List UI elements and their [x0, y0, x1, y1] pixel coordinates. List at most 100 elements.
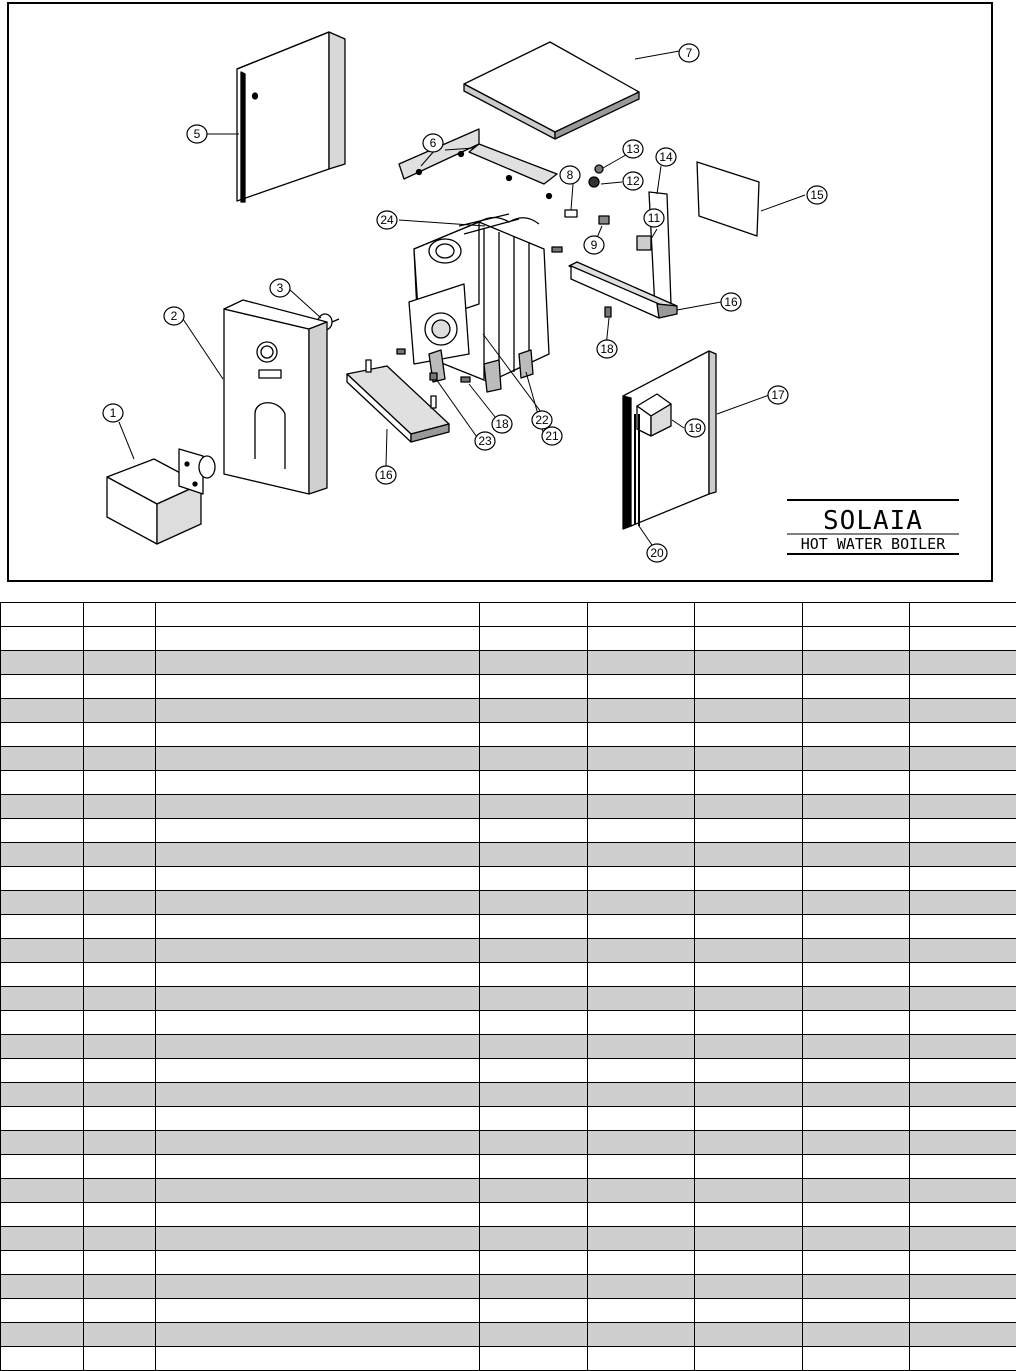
table-cell — [479, 1010, 588, 1035]
table-cell — [0, 866, 84, 891]
table-cell — [909, 1082, 1016, 1107]
table-cell — [155, 1106, 480, 1131]
table-cell — [0, 674, 84, 699]
table-cell — [83, 1154, 156, 1179]
table-cell — [802, 1250, 910, 1275]
table-cell — [83, 722, 156, 747]
table-cell — [694, 1058, 803, 1083]
table-cell — [155, 626, 480, 651]
table-cell — [155, 1346, 480, 1371]
table-cell — [587, 1226, 695, 1251]
table-cell — [587, 1154, 695, 1179]
table-cell — [694, 986, 803, 1011]
table-row — [0, 1322, 1016, 1347]
table-cell — [802, 938, 910, 963]
table-cell — [802, 1202, 910, 1227]
table-cell — [694, 890, 803, 915]
callout-16-right: 16 — [724, 295, 738, 309]
table-cell — [909, 770, 1016, 795]
table-cell — [479, 794, 588, 819]
table-cell — [479, 1250, 588, 1275]
table-cell — [694, 818, 803, 843]
table-cell — [587, 1298, 695, 1323]
title-block: SOLAIA HOT WATER BOILER — [787, 499, 959, 555]
table-cell — [155, 1154, 480, 1179]
table-cell — [155, 650, 480, 675]
title-name: SOLAIA — [823, 506, 923, 536]
table-cell — [155, 674, 480, 699]
table-cell — [909, 842, 1016, 867]
table-cell — [83, 842, 156, 867]
table-cell — [0, 842, 84, 867]
table-cell — [802, 986, 910, 1011]
table-cell — [479, 1226, 588, 1251]
table-cell — [83, 1322, 156, 1347]
callout-circles — [102, 43, 828, 563]
table-cell — [155, 1034, 480, 1059]
table-cell — [479, 650, 588, 675]
burner-part — [106, 448, 216, 545]
table-cell — [587, 890, 695, 915]
table-cell — [587, 674, 695, 699]
table-cell — [0, 962, 84, 987]
table-cell — [0, 1250, 84, 1275]
table-cell — [802, 842, 910, 867]
table-cell — [83, 1130, 156, 1155]
table-row — [0, 1226, 1016, 1251]
table-cell — [802, 1346, 910, 1371]
table-cell — [155, 938, 480, 963]
table-cell — [479, 602, 588, 627]
table-cell — [802, 602, 910, 627]
table-cell — [694, 746, 803, 771]
leader-lines — [118, 49, 806, 552]
table-cell — [802, 914, 910, 939]
table-cell — [909, 794, 1016, 819]
table-cell — [479, 986, 588, 1011]
table-cell — [83, 1346, 156, 1371]
table-cell — [587, 1106, 695, 1131]
table-cell — [802, 962, 910, 987]
table-cell — [155, 794, 480, 819]
table-cell — [155, 1202, 480, 1227]
table-cell — [909, 722, 1016, 747]
table-cell — [909, 962, 1016, 987]
table-row — [0, 770, 1016, 795]
table-row — [0, 650, 1016, 675]
table-cell — [587, 1130, 695, 1155]
table-cell — [587, 914, 695, 939]
table-cell — [0, 746, 84, 771]
table-cell — [587, 818, 695, 843]
table-cell — [83, 698, 156, 723]
table-cell — [587, 962, 695, 987]
callout-12: 12 — [626, 174, 640, 188]
table-cell — [694, 1154, 803, 1179]
table-cell — [479, 626, 588, 651]
table-cell — [83, 1178, 156, 1203]
table-cell — [587, 938, 695, 963]
table-cell — [694, 914, 803, 939]
table-cell — [83, 770, 156, 795]
table-cell — [479, 674, 588, 699]
table-cell — [802, 1010, 910, 1035]
callout-13: 13 — [626, 142, 640, 156]
callout-5: 5 — [194, 127, 201, 141]
table-cell — [694, 1178, 803, 1203]
table-cell — [587, 1034, 695, 1059]
table-cell — [479, 1154, 588, 1179]
table-row — [0, 1346, 1016, 1371]
callout-16-left: 16 — [379, 468, 393, 482]
table-cell — [802, 626, 910, 651]
table-cell — [802, 1298, 910, 1323]
table-cell — [155, 914, 480, 939]
table-row — [0, 746, 1016, 771]
table-cell — [0, 794, 84, 819]
table-cell — [909, 1034, 1016, 1059]
table-cell — [694, 1202, 803, 1227]
table-row — [0, 890, 1016, 915]
table-row — [0, 698, 1016, 723]
table-cell — [83, 1226, 156, 1251]
top-panel-part — [463, 41, 640, 140]
table-cell — [0, 698, 84, 723]
table-cell — [83, 1274, 156, 1299]
table-cell — [587, 602, 695, 627]
